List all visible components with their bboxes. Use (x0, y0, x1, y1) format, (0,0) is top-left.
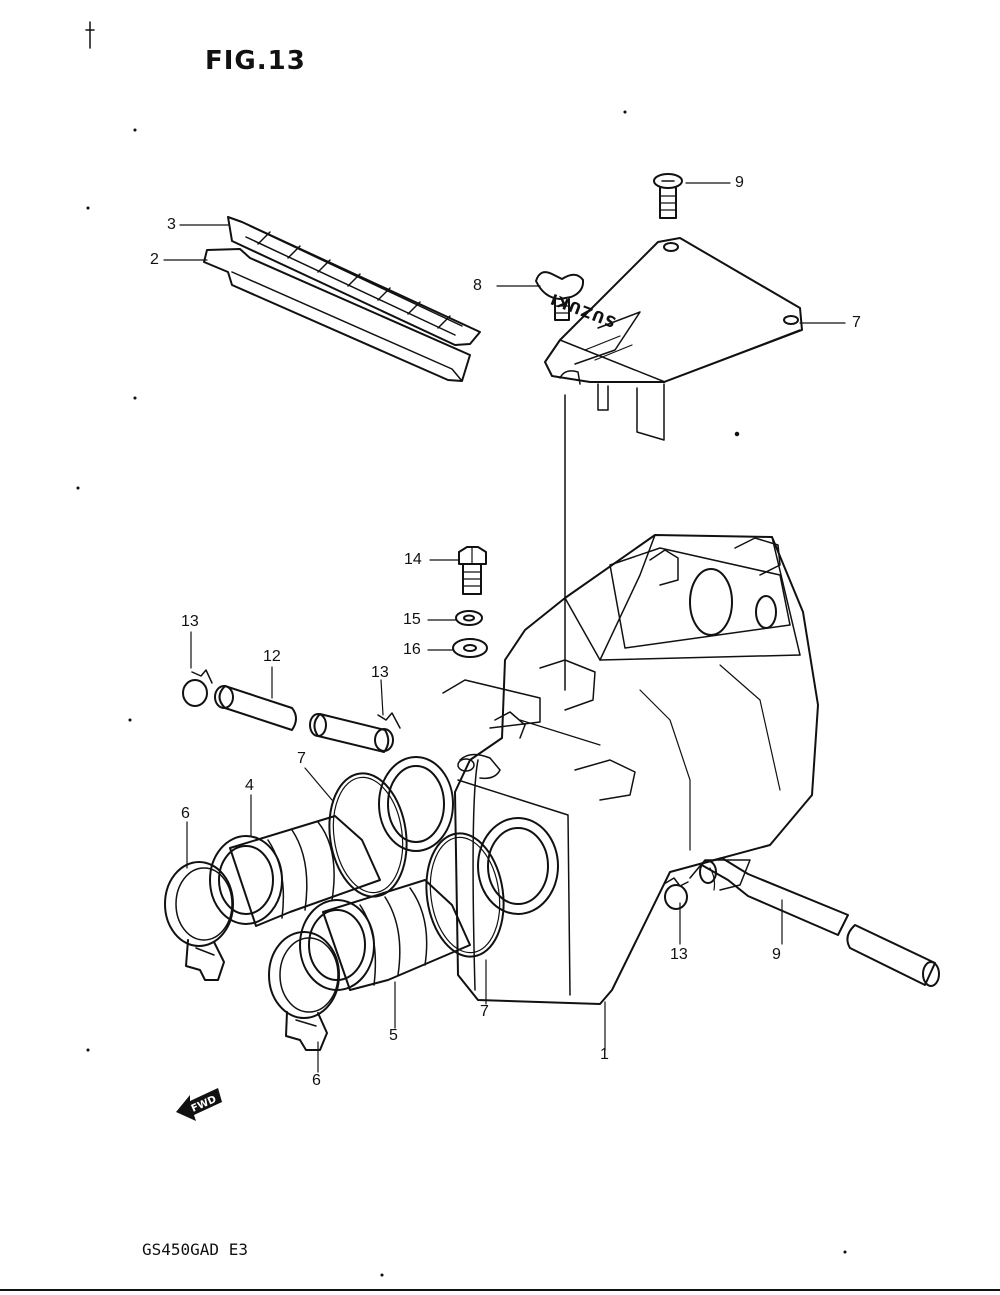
screw-part-9 (653, 173, 683, 219)
callout-9: 9 (735, 174, 744, 191)
callout-7-lower: 7 (480, 1003, 489, 1020)
fwd-direction-arrow-icon (176, 1088, 222, 1121)
callout-6-upper: 6 (181, 805, 190, 822)
callout-16: 16 (403, 641, 421, 658)
callout-8: 7 (852, 314, 861, 331)
bottom-border (0, 1289, 1000, 1291)
drain-hose-part-11 (699, 857, 940, 987)
callout-13-left: 13 (181, 613, 199, 630)
figure-title: FIG.13 (205, 46, 306, 76)
callout-10: 8 (473, 277, 482, 294)
callout-3: 3 (167, 216, 176, 233)
callout-6-lower: 6 (312, 1072, 321, 1089)
air-cleaner-cap-part-8 (544, 237, 803, 441)
hose-clamp-part-13-b (374, 712, 401, 752)
wing-bolt-part-10 (535, 271, 585, 321)
filter-element-part-3 (227, 216, 481, 346)
breather-hose-part-12 (214, 685, 390, 753)
seal-ring-part-7-a (328, 772, 408, 898)
foam-filter-part-2 (203, 248, 471, 382)
leader-lines (163, 182, 846, 1073)
air-cleaner-case-part-1 (378, 534, 819, 1005)
bolt-part-14 (458, 546, 487, 595)
callout-14: 14 (404, 551, 422, 568)
callout-7-upper: 7 (297, 750, 306, 767)
seal-ring-part-7-b (425, 832, 505, 958)
intake-clamp-part-6-b (268, 931, 340, 1051)
scan-specks (76, 21, 847, 1277)
washer-part-15 (455, 610, 483, 626)
model-code: GS450GAD E3 (142, 1240, 248, 1259)
brand-mark-suzuki: SUZUKI (547, 289, 618, 331)
callout-5: 5 (389, 1027, 398, 1044)
callout-15: 15 (403, 611, 421, 628)
callout-2: 2 (150, 251, 159, 268)
hose-clamp-part-13-c (663, 877, 689, 910)
callout-13-middle: 13 (371, 664, 389, 681)
callout-13-right: 13 (670, 946, 688, 963)
callout-11: 9 (772, 946, 781, 963)
washer-part-16 (452, 638, 488, 658)
intake-clamp-part-6-a (164, 861, 234, 981)
intake-pipe-part-4 (209, 815, 381, 927)
callout-4: 4 (245, 777, 254, 794)
hose-clamp-part-13-a (182, 669, 213, 707)
callout-1: 1 (600, 1046, 609, 1063)
callout-12: 12 (263, 648, 281, 665)
intake-pipe-part-5 (299, 879, 471, 991)
